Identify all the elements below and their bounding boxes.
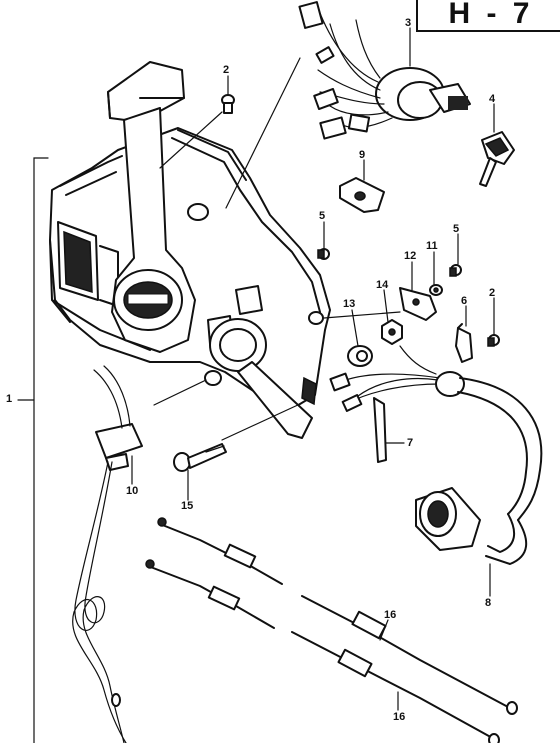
- callout-12: 12: [404, 250, 417, 262]
- callout-2-right: 2: [489, 287, 496, 299]
- callout-4: 4: [489, 93, 496, 105]
- screw-icon: [449, 264, 462, 277]
- screw-icon: [221, 94, 235, 114]
- callout-5-right: 5: [453, 223, 460, 235]
- callout-8: 8: [485, 597, 492, 609]
- callout-leaders: [131, 27, 495, 711]
- screw-icon: [487, 334, 500, 347]
- stop-switch-icon: [72, 365, 143, 743]
- callout-14: 14: [376, 279, 389, 291]
- leader-lines: [153, 57, 401, 441]
- clamp-icon: [455, 323, 473, 363]
- washer-icon: [429, 284, 443, 296]
- bolt-icon: [173, 443, 227, 472]
- callout-15: 15: [181, 500, 194, 512]
- screw-icon: [317, 248, 330, 260]
- callout-13: 13: [343, 298, 356, 310]
- assembly-bracket-line: [17, 157, 49, 743]
- callout-5-left: 5: [319, 210, 326, 222]
- wire-icon: [329, 345, 441, 463]
- callout-7: 7: [407, 437, 414, 449]
- ignition-switch-icon: [298, 1, 471, 140]
- cable-icon: [145, 517, 518, 743]
- callout-16-upper: 16: [384, 609, 397, 621]
- callout-9: 9: [359, 149, 366, 161]
- connector-icon: [415, 371, 543, 565]
- callout-16-lower: 16: [393, 711, 406, 723]
- callout-10: 10: [126, 485, 139, 497]
- collar-icon: [347, 345, 373, 367]
- shift-lever-icon: [209, 318, 313, 439]
- throttle-lever-icon: [107, 61, 196, 353]
- control-box-icon: [49, 127, 331, 411]
- callout-3: 3: [405, 17, 412, 29]
- bracket-icon: [399, 287, 437, 321]
- callout-11: 11: [426, 240, 438, 252]
- diagram-code-label: H - 7: [416, 0, 560, 32]
- plate-icon: [339, 177, 385, 213]
- key-icon: [479, 131, 515, 187]
- callout-6: 6: [461, 295, 468, 307]
- nut-icon: [381, 319, 403, 345]
- callout-2-top: 2: [223, 64, 230, 76]
- callout-1: 1: [6, 393, 13, 405]
